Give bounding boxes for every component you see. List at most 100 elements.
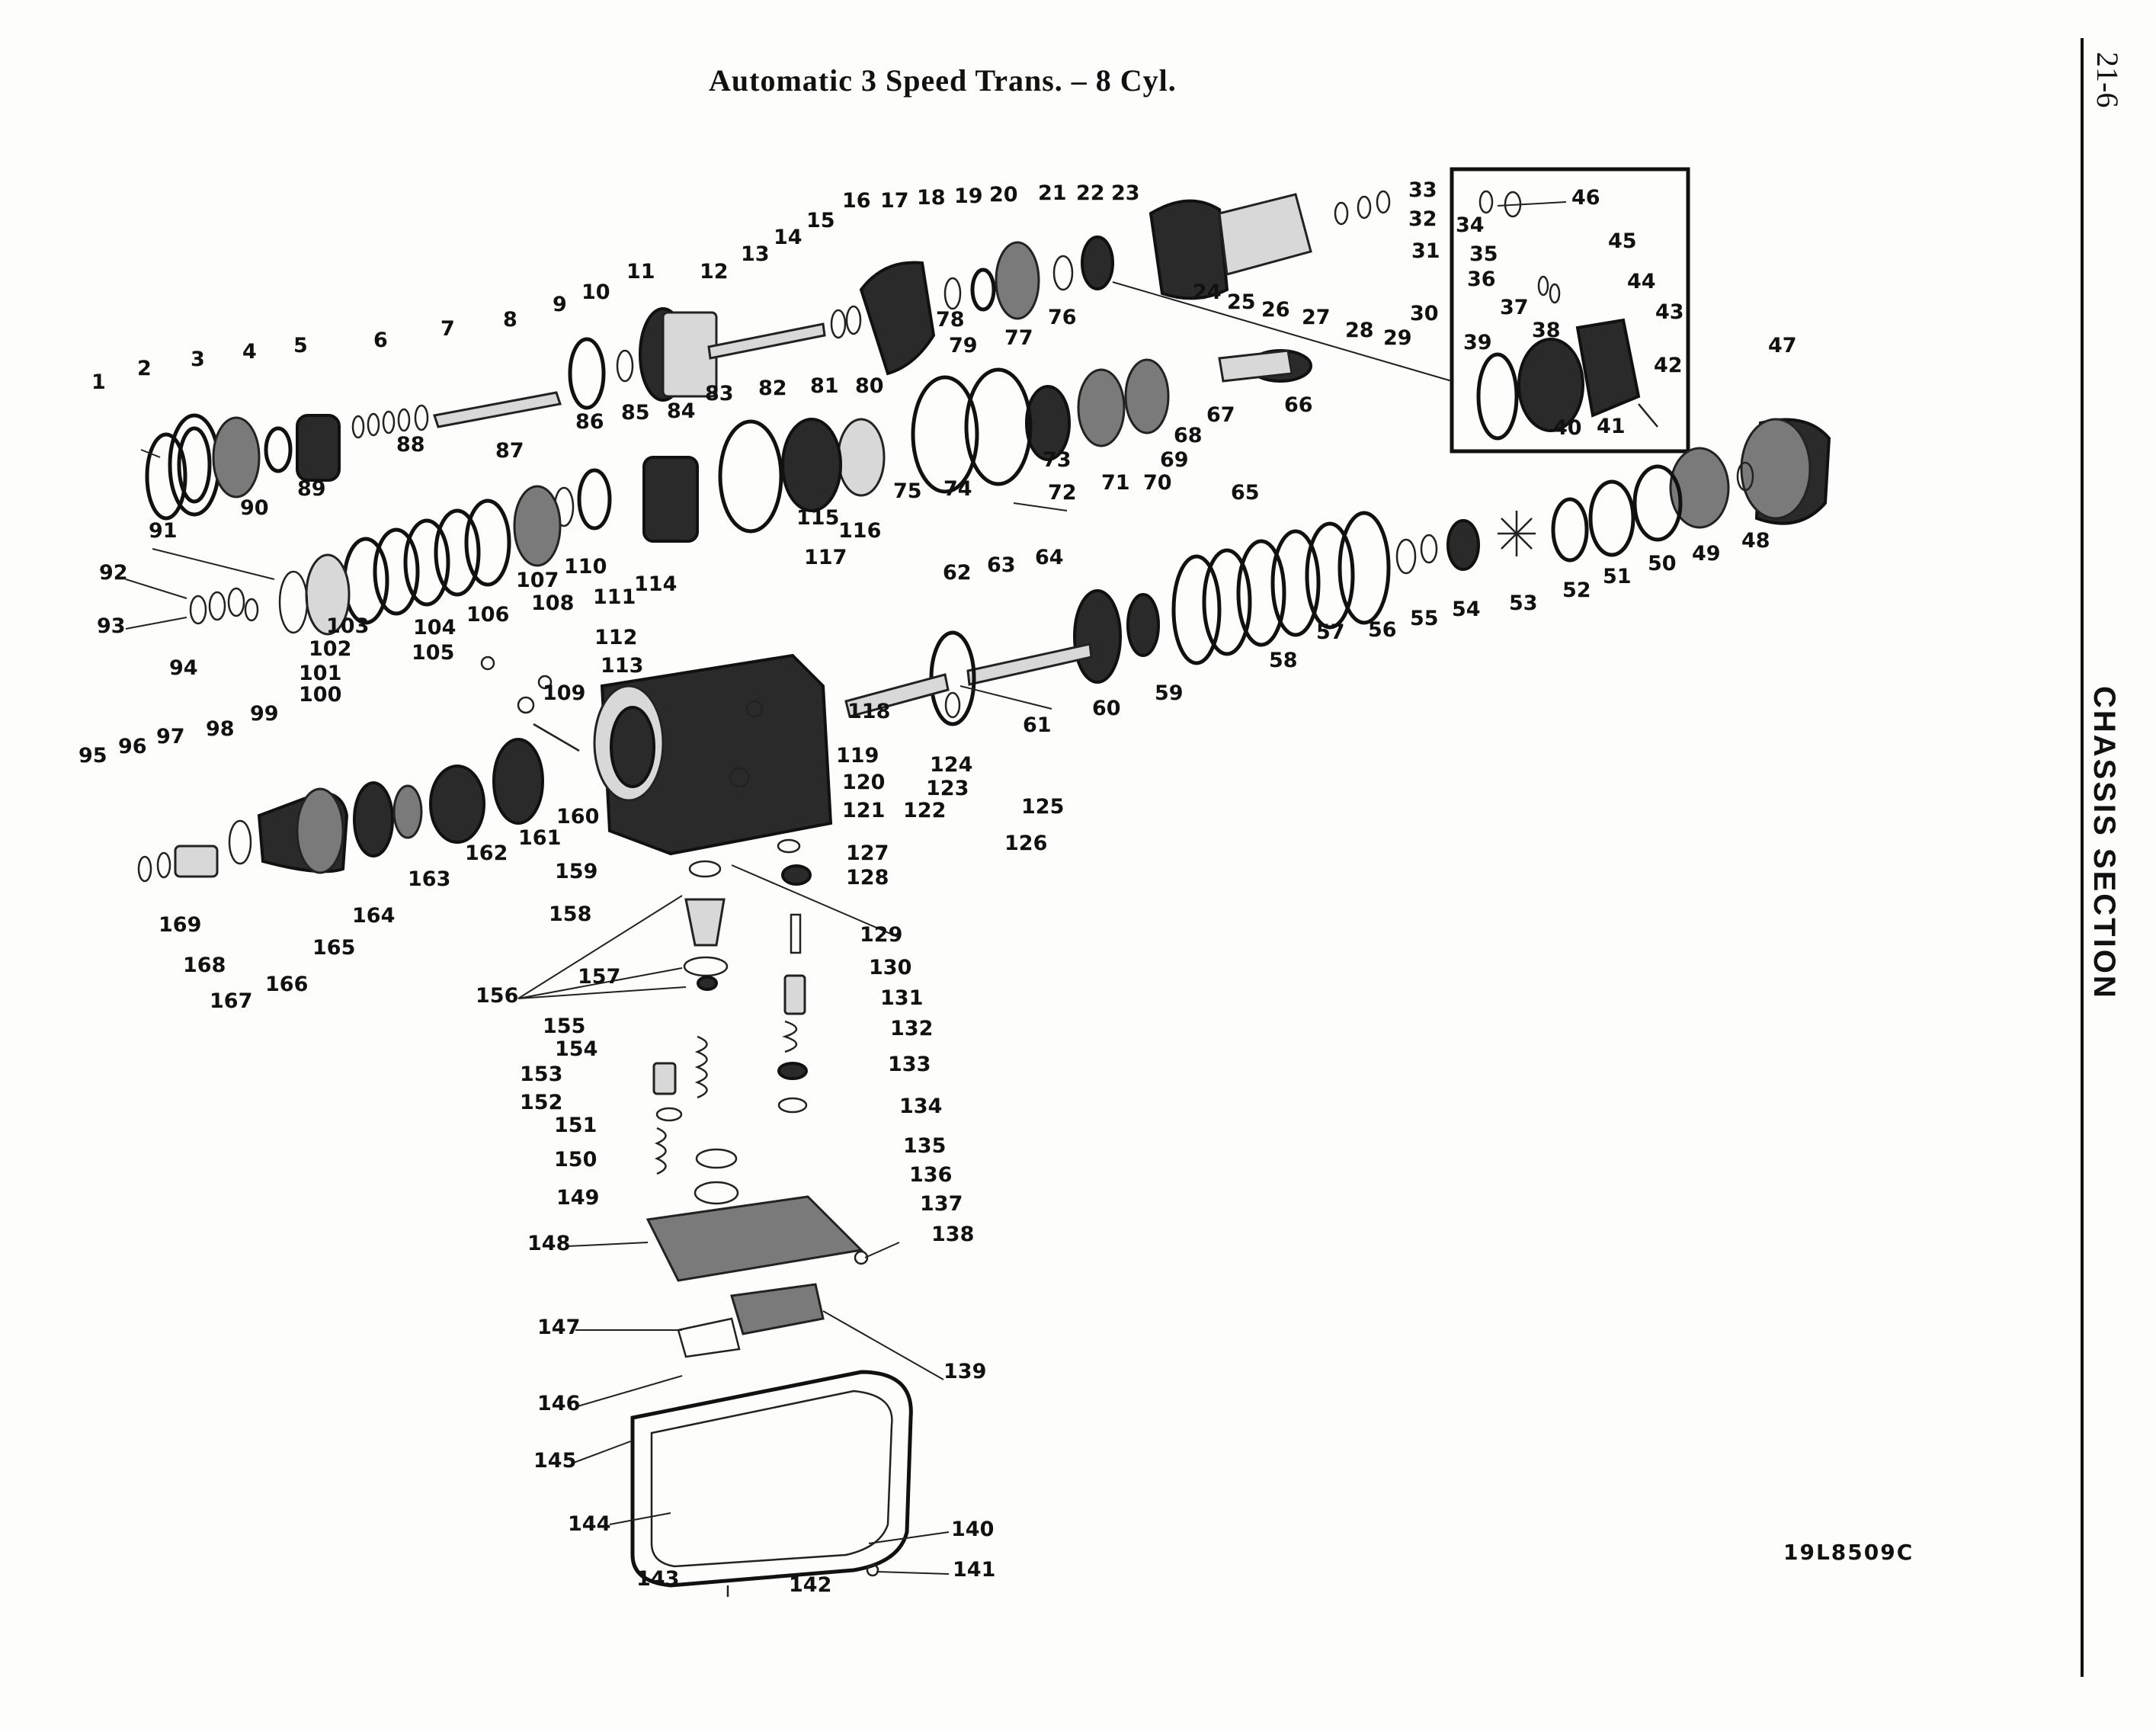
part-label: 6 bbox=[373, 329, 388, 352]
part-label: 138 bbox=[931, 1223, 974, 1246]
part-label: 137 bbox=[920, 1192, 963, 1216]
part-label: 64 bbox=[1035, 546, 1064, 569]
part-label: 90 bbox=[240, 496, 269, 520]
part-label: 30 bbox=[1410, 302, 1439, 325]
part-label: 169 bbox=[159, 913, 201, 937]
part-label: 142 bbox=[789, 1573, 831, 1597]
part-label: 13 bbox=[741, 242, 770, 266]
part-label: 87 bbox=[495, 439, 524, 463]
part-label: 16 bbox=[842, 189, 871, 213]
part-label: 22 bbox=[1076, 181, 1105, 205]
part-label: 56 bbox=[1368, 618, 1397, 642]
part-label: 84 bbox=[667, 399, 696, 423]
part-label: 136 bbox=[909, 1163, 952, 1187]
part-label: 54 bbox=[1452, 598, 1481, 621]
lower-left-parts bbox=[137, 656, 580, 883]
part-label: 57 bbox=[1316, 620, 1345, 644]
part-label: 3 bbox=[191, 348, 205, 371]
part-label: 126 bbox=[1004, 832, 1047, 855]
part-label: 149 bbox=[556, 1186, 599, 1210]
part-label: 123 bbox=[926, 777, 969, 800]
part-label: 47 bbox=[1768, 334, 1797, 357]
part-label: 44 bbox=[1627, 270, 1656, 293]
part-label: 59 bbox=[1155, 681, 1184, 705]
part-label: 156 bbox=[476, 984, 518, 1008]
margin-rule bbox=[2081, 38, 2084, 1677]
transmission-case bbox=[593, 653, 833, 856]
part-label: 113 bbox=[601, 654, 643, 678]
part-label: 134 bbox=[899, 1095, 942, 1118]
part-label: 107 bbox=[516, 569, 559, 592]
part-label: 27 bbox=[1302, 306, 1331, 329]
part-label: 24 bbox=[1193, 280, 1222, 304]
part-label: 114 bbox=[634, 572, 677, 596]
part-label: 55 bbox=[1410, 607, 1439, 630]
part-label: 89 bbox=[297, 477, 326, 501]
part-label: 150 bbox=[554, 1148, 597, 1172]
part-label: 99 bbox=[250, 702, 279, 726]
part-label: 106 bbox=[466, 603, 509, 627]
part-label: 121 bbox=[842, 799, 885, 822]
part-label: 14 bbox=[774, 226, 802, 249]
part-label: 94 bbox=[169, 656, 198, 680]
part-label: 74 bbox=[943, 477, 972, 501]
part-label: 80 bbox=[855, 374, 884, 398]
inset-parts bbox=[1476, 190, 1658, 441]
valve-body-and-pan bbox=[630, 838, 913, 1597]
part-label: 120 bbox=[842, 771, 885, 794]
part-label: 143 bbox=[636, 1567, 679, 1591]
part-label: 103 bbox=[326, 614, 369, 638]
part-label: 116 bbox=[838, 519, 881, 543]
part-label: 119 bbox=[836, 744, 879, 768]
part-label: 41 bbox=[1597, 415, 1626, 438]
part-label: 26 bbox=[1261, 298, 1290, 322]
part-label: 8 bbox=[503, 308, 517, 332]
part-label: 146 bbox=[537, 1392, 580, 1415]
part-label: 60 bbox=[1092, 697, 1121, 720]
part-label: 154 bbox=[555, 1037, 597, 1061]
inset-pointer-line bbox=[1112, 281, 1453, 382]
part-label: 155 bbox=[543, 1015, 585, 1038]
part-label: 88 bbox=[396, 433, 425, 457]
part-label: 70 bbox=[1143, 471, 1172, 495]
part-label: 141 bbox=[953, 1558, 995, 1582]
part-label: 86 bbox=[575, 410, 604, 434]
leader-lines bbox=[125, 201, 1567, 1575]
part-label: 62 bbox=[943, 561, 972, 585]
middle-row-parts bbox=[189, 349, 1831, 726]
part-label: 111 bbox=[593, 585, 636, 609]
part-label: 108 bbox=[531, 591, 574, 615]
part-label: 48 bbox=[1741, 529, 1770, 553]
part-label: 93 bbox=[97, 614, 126, 638]
part-label: 49 bbox=[1692, 542, 1721, 566]
part-label: 140 bbox=[951, 1518, 994, 1541]
part-label: 117 bbox=[804, 546, 847, 569]
part-label: 35 bbox=[1469, 242, 1498, 266]
part-label: 83 bbox=[705, 382, 734, 406]
part-label: 158 bbox=[549, 902, 591, 926]
part-label: 125 bbox=[1021, 795, 1064, 819]
part-label: 152 bbox=[520, 1091, 562, 1114]
part-label: 66 bbox=[1284, 393, 1313, 417]
part-label: 28 bbox=[1345, 319, 1374, 342]
part-label: 53 bbox=[1509, 591, 1538, 615]
part-label: 31 bbox=[1411, 239, 1440, 263]
part-label: 46 bbox=[1571, 186, 1600, 210]
part-label: 2 bbox=[137, 357, 152, 380]
part-label: 105 bbox=[412, 641, 454, 665]
part-label: 79 bbox=[949, 334, 978, 357]
part-label: 100 bbox=[299, 683, 341, 707]
part-label: 42 bbox=[1654, 354, 1683, 377]
part-label: 130 bbox=[869, 956, 911, 979]
part-label: 160 bbox=[556, 805, 599, 829]
part-label: 96 bbox=[118, 735, 147, 758]
part-label: 5 bbox=[293, 334, 308, 357]
part-label: 167 bbox=[210, 989, 252, 1013]
part-label: 1 bbox=[91, 370, 106, 394]
part-label: 58 bbox=[1269, 649, 1298, 672]
part-label: 104 bbox=[413, 616, 456, 640]
part-label: 122 bbox=[903, 799, 946, 822]
part-label: 73 bbox=[1043, 448, 1072, 472]
part-label: 135 bbox=[903, 1134, 946, 1158]
part-label: 43 bbox=[1655, 300, 1684, 324]
